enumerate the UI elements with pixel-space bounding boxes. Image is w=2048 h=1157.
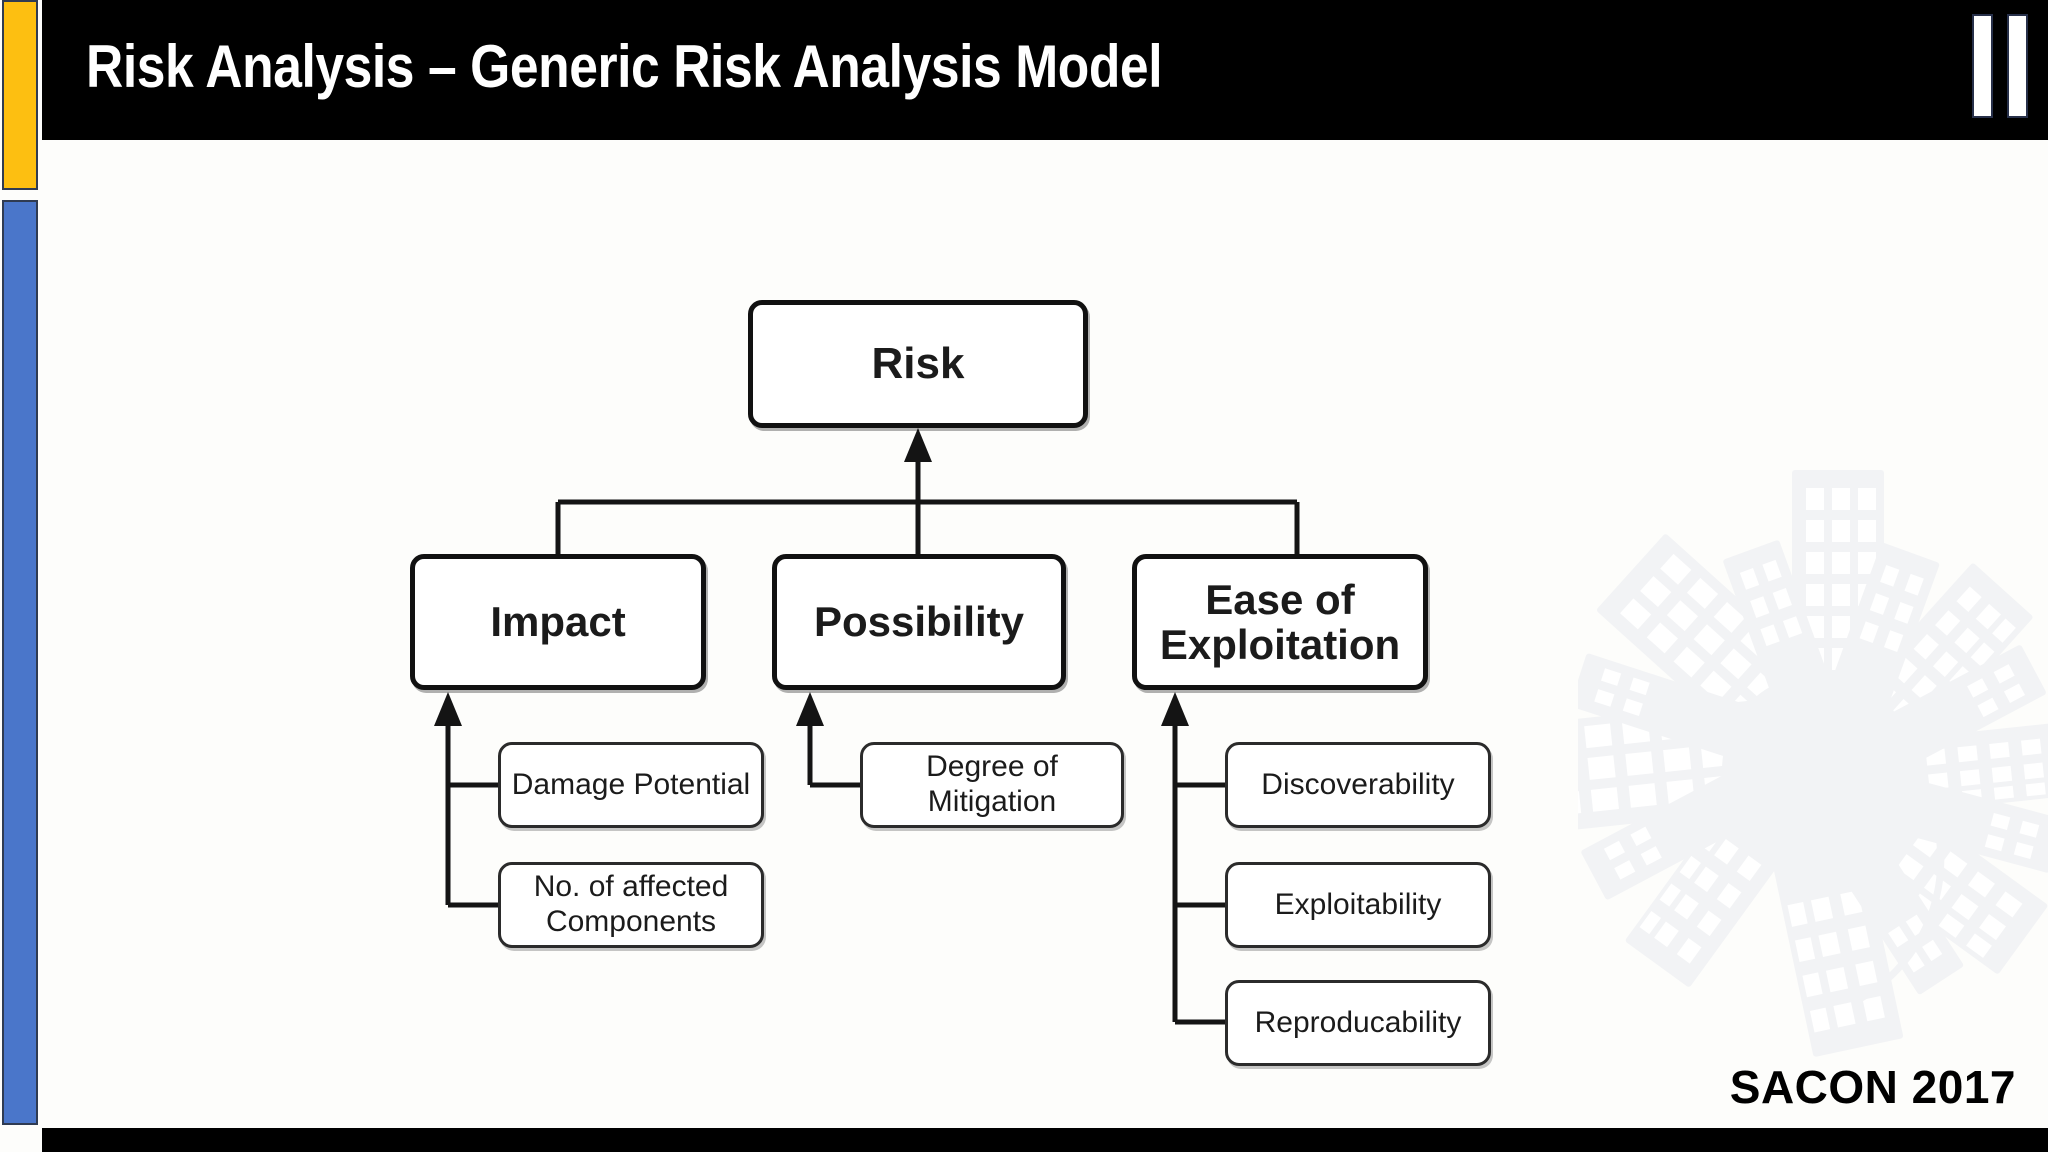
- node-mitigation-line1: Degree of: [926, 750, 1058, 784]
- node-mitigation-line2: Mitigation: [927, 785, 1057, 818]
- slide-header: Risk Analysis – Generic Risk Analysis Mo…: [42, 0, 2048, 140]
- node-risk-label: Risk: [871, 339, 965, 388]
- arrowhead-to-impact: [434, 692, 462, 726]
- node-reproducability[interactable]: Reproducability: [1225, 980, 1491, 1066]
- node-ease-of-exploitation[interactable]: Ease of Exploitation: [1132, 554, 1428, 690]
- node-impact-label: Impact: [490, 598, 626, 646]
- node-possibility-label: Possibility: [813, 598, 1025, 646]
- connector-lines-impact: [445, 722, 498, 908]
- page-title: Risk Analysis – Generic Risk Analysis Mo…: [86, 33, 1163, 100]
- node-affected-line1: No. of affected: [533, 870, 729, 904]
- connector-lines-possibility: [807, 722, 860, 788]
- node-ease-line1: Ease of: [1205, 575, 1355, 623]
- node-possibility[interactable]: Possibility: [772, 554, 1066, 690]
- node-ease-line2: Exploitation: [1159, 621, 1401, 668]
- node-degree-of-mitigation[interactable]: Degree of Mitigation: [860, 742, 1124, 828]
- node-reproducability-label: Reproducability: [1254, 1005, 1462, 1039]
- connector-lines-top: [555, 443, 1300, 556]
- logo-bar-left: [1972, 14, 1993, 118]
- accent-bar-blue: [2, 200, 38, 1125]
- slide-footer: [42, 1128, 2048, 1152]
- node-discoverability[interactable]: Discoverability: [1225, 742, 1491, 828]
- brand-logo-icon: [1968, 14, 2034, 118]
- node-no-of-affected-components[interactable]: No. of affected Components: [498, 862, 764, 948]
- node-exploitability[interactable]: Exploitability: [1225, 862, 1491, 948]
- node-affected-line2: Components: [545, 905, 717, 938]
- node-damage-potential[interactable]: Damage Potential: [498, 742, 764, 828]
- node-no-of-affected-components-label: No. of affected Components: [534, 870, 729, 940]
- logo-bar-right: [2007, 14, 2028, 118]
- arrowhead-to-ease: [1161, 692, 1189, 726]
- node-risk[interactable]: Risk: [748, 300, 1088, 428]
- arrowhead-to-risk: [904, 428, 932, 462]
- node-discoverability-label: Discoverability: [1261, 767, 1455, 801]
- node-degree-of-mitigation-label: Degree of Mitigation: [926, 750, 1058, 820]
- node-exploitability-label: Exploitability: [1274, 887, 1442, 921]
- accent-bar-yellow: [2, 0, 38, 190]
- node-ease-of-exploitation-label: Ease of Exploitation: [1159, 575, 1401, 668]
- node-impact[interactable]: Impact: [410, 554, 706, 690]
- node-damage-potential-label: Damage Potential: [511, 767, 751, 801]
- footer-brand-text: SACON 2017: [1729, 1061, 2016, 1113]
- arrowhead-to-possibility: [796, 692, 824, 726]
- connector-lines-ease: [1172, 722, 1225, 1025]
- cityscape-watermark-icon: [1521, 470, 2048, 1090]
